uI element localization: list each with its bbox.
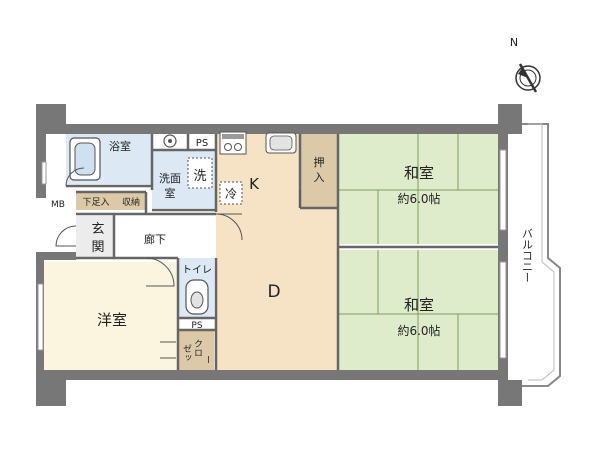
label-hallway: 廊下 bbox=[144, 232, 166, 246]
interior-walls bbox=[66, 132, 498, 376]
washbasin bbox=[163, 134, 177, 148]
label-oshiire-2: 入 bbox=[314, 171, 325, 184]
label-wash-2: 室 bbox=[165, 186, 176, 200]
doors bbox=[55, 167, 301, 359]
floor-genkan bbox=[76, 216, 114, 258]
fridge-space bbox=[219, 181, 243, 205]
label-closet-col3: ー bbox=[202, 355, 212, 364]
label-wash-1: 洗面 bbox=[159, 172, 181, 185]
label-washitsu-2-name: 和室 bbox=[404, 296, 434, 314]
floor-oshiire bbox=[300, 132, 338, 208]
floor-hallway bbox=[114, 216, 216, 258]
tatami-lines-1 bbox=[338, 132, 498, 244]
label-toilet: トイレ bbox=[182, 265, 212, 276]
label-closet-col1: ゼッ bbox=[181, 344, 192, 362]
toilet-fixture bbox=[185, 279, 209, 315]
kitchen-sink bbox=[265, 132, 297, 154]
washing-machine-space bbox=[187, 157, 213, 189]
compass-north-label: N bbox=[510, 36, 518, 49]
floor-closet bbox=[178, 330, 214, 376]
label-ps-top: PS bbox=[196, 138, 208, 149]
bathtub bbox=[69, 137, 101, 181]
floor-dining bbox=[216, 208, 338, 376]
label-youshitsu: 洋室 bbox=[97, 311, 127, 329]
compass bbox=[515, 63, 541, 93]
label-wash-machine: 洗 bbox=[193, 169, 206, 184]
label-shoe-storage: 下足入 bbox=[82, 197, 109, 208]
label-kitchen: K bbox=[249, 175, 260, 193]
floor-mb bbox=[44, 194, 70, 214]
balcony-inner bbox=[528, 123, 555, 381]
label-dining: D bbox=[267, 282, 280, 302]
label-ps-bottom: PS bbox=[191, 321, 202, 331]
floor-ps-top bbox=[188, 132, 216, 150]
label-genkan-1: 玄 bbox=[91, 222, 104, 237]
floor-shoe-storage bbox=[76, 192, 146, 210]
label-genkan-2: 関 bbox=[91, 240, 104, 255]
label-closet-col2: クロ bbox=[192, 339, 202, 357]
label-washitsu-1-name: 和室 bbox=[404, 164, 434, 182]
tatami-lines-2 bbox=[338, 250, 498, 376]
windows bbox=[37, 149, 507, 359]
label-storage: 収納 bbox=[122, 196, 140, 208]
label-washitsu-2-size: 約6.0帖 bbox=[397, 323, 440, 338]
label-mb: MB bbox=[51, 200, 65, 210]
label-bath: 浴室 bbox=[109, 139, 131, 153]
floor-ps-bottom bbox=[178, 318, 214, 330]
floor-youshitsu bbox=[44, 262, 178, 376]
label-fridge: 冷 bbox=[225, 187, 237, 201]
label-washitsu-1-size: 約6.0帖 bbox=[397, 191, 440, 206]
label-balcony: バルコニー bbox=[521, 228, 534, 283]
balcony-outline bbox=[522, 123, 561, 387]
label-oshiire-1: 押 bbox=[314, 155, 325, 169]
stove bbox=[219, 131, 247, 155]
